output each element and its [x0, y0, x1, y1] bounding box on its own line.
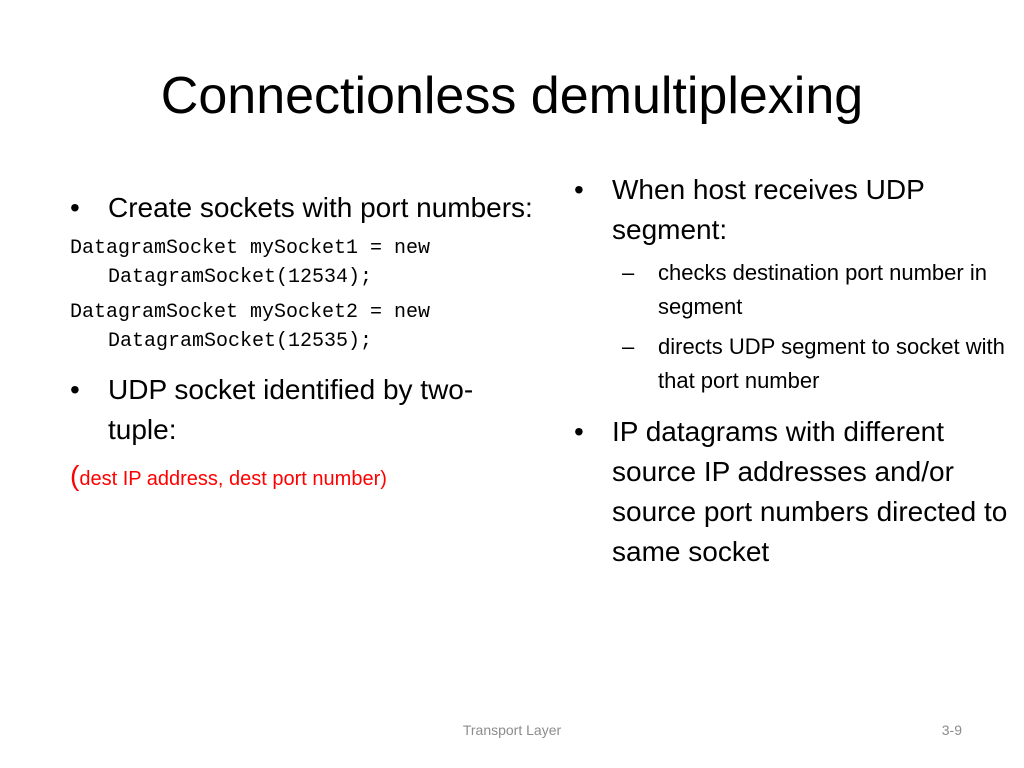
- bullet-text: UDP socket identified by two-tuple:: [108, 374, 474, 445]
- bullet-text: IP datagrams with different source IP ad…: [612, 416, 1008, 567]
- sub-bullet-check-port: – checks destination port number in segm…: [574, 256, 1014, 324]
- bullet-create-sockets: • Create sockets with port numbers:: [70, 188, 540, 228]
- code-line-socket1: DatagramSocket mySocket1 = new DatagramS…: [70, 237, 443, 289]
- bullet-dot: •: [574, 416, 584, 447]
- left-column: • Create sockets with port numbers: Data…: [70, 188, 540, 499]
- bullet-host-receives: • When host receives UDP segment:: [574, 170, 1014, 250]
- bullet-dot: •: [70, 192, 80, 223]
- bullet-dot: •: [574, 174, 584, 205]
- tuple-open-paren: (: [70, 460, 80, 491]
- bullet-two-tuple: • UDP socket identified by two-tuple:: [70, 370, 540, 450]
- bullet-text: Create sockets with port numbers:: [108, 192, 533, 223]
- bullet-text: When host receives UDP segment:: [612, 174, 925, 245]
- footer-chapter: Transport Layer: [462, 722, 562, 738]
- sub-bullet-dash: –: [622, 334, 635, 359]
- sub-bullet-direct-segment: – directs UDP segment to socket with tha…: [574, 330, 1014, 398]
- right-column: • When host receives UDP segment: – chec…: [574, 170, 1014, 572]
- sub-bullet-text: checks destination port number in segmen…: [658, 260, 987, 319]
- code-line-socket2: DatagramSocket mySocket2 = new DatagramS…: [70, 301, 443, 353]
- two-tuple-definition: (dest IP address, dest port number): [70, 456, 540, 499]
- tuple-text: dest IP address, dest port number): [79, 468, 387, 490]
- bullet-dot: •: [70, 374, 80, 405]
- slide-title: Connectionless demultiplexing: [160, 67, 864, 125]
- sub-bullet-text: directs UDP segment to socket with that …: [658, 334, 1005, 393]
- bullet-ip-datagrams: • IP datagrams with different source IP …: [574, 412, 1014, 572]
- sub-bullet-dash: –: [622, 260, 635, 285]
- footer-page-number: 3-9: [941, 722, 962, 738]
